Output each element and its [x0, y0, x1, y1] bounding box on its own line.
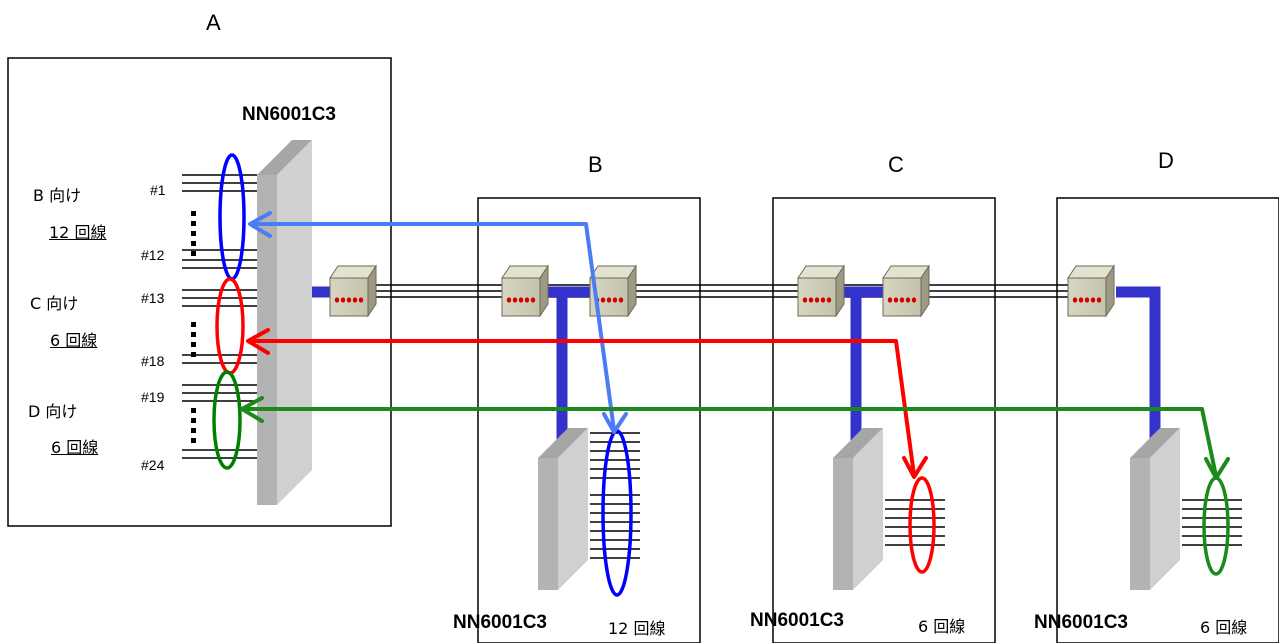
device-chassis-icon: [538, 428, 588, 590]
device-chassis-icon: [833, 428, 883, 590]
group-b-dest: B 向け: [33, 186, 82, 205]
site-a-label: A: [206, 10, 221, 35]
port-label-first-b: #1: [150, 182, 166, 198]
line-count-b: 12 回線: [608, 619, 666, 638]
group-b-count: 12 回線: [49, 223, 107, 242]
device-chassis-icon: [1130, 428, 1180, 590]
site-c-box: [772, 197, 996, 643]
port-label-last-b: #12: [141, 247, 165, 263]
port-connector-icon: [501, 264, 549, 318]
device-chassis-icon: [257, 140, 312, 505]
trunk-cable: [375, 284, 1075, 298]
model-label-d: NN6001C3: [1034, 612, 1128, 633]
route-to-c: [246, 328, 928, 479]
port-connector-icon: [882, 264, 930, 318]
port-ellipsis: [191, 211, 196, 443]
device-b-ports: [590, 432, 640, 559]
line-count-c: 6 回線: [918, 617, 966, 636]
route-to-b: [248, 211, 628, 434]
group-d-dest: D 向け: [28, 402, 78, 421]
site-c-label: C: [888, 152, 904, 177]
site-b-label: B: [588, 152, 603, 177]
model-label-a: NN6001C3: [242, 104, 336, 125]
group-c-dest: C 向け: [30, 294, 79, 313]
model-label-b: NN6001C3: [453, 612, 547, 633]
device-d-ports: [1182, 499, 1242, 546]
port-label-last-c: #18: [141, 353, 165, 369]
model-label-c: NN6001C3: [750, 610, 844, 631]
port-connector-icon: [329, 264, 377, 318]
port-label-last-d: #24: [141, 457, 165, 473]
site-d-label: D: [1158, 148, 1174, 173]
port-label-first-d: #19: [141, 389, 165, 405]
group-c-count: 6 回線: [50, 331, 98, 350]
line-count-d: 6 回線: [1200, 618, 1248, 637]
site-d-box: [1056, 197, 1279, 643]
port-connector-icon: [797, 264, 845, 318]
group-d-count: 6 回線: [51, 438, 99, 457]
port-label-first-c: #13: [141, 290, 165, 306]
remote-c-ellipse: [908, 476, 936, 574]
group-d-ellipse: [212, 370, 242, 470]
site-b-box: [477, 197, 701, 643]
port-connector-icon: [1067, 264, 1115, 318]
route-to-d: [240, 396, 1230, 480]
trunk-links: [312, 286, 1161, 440]
